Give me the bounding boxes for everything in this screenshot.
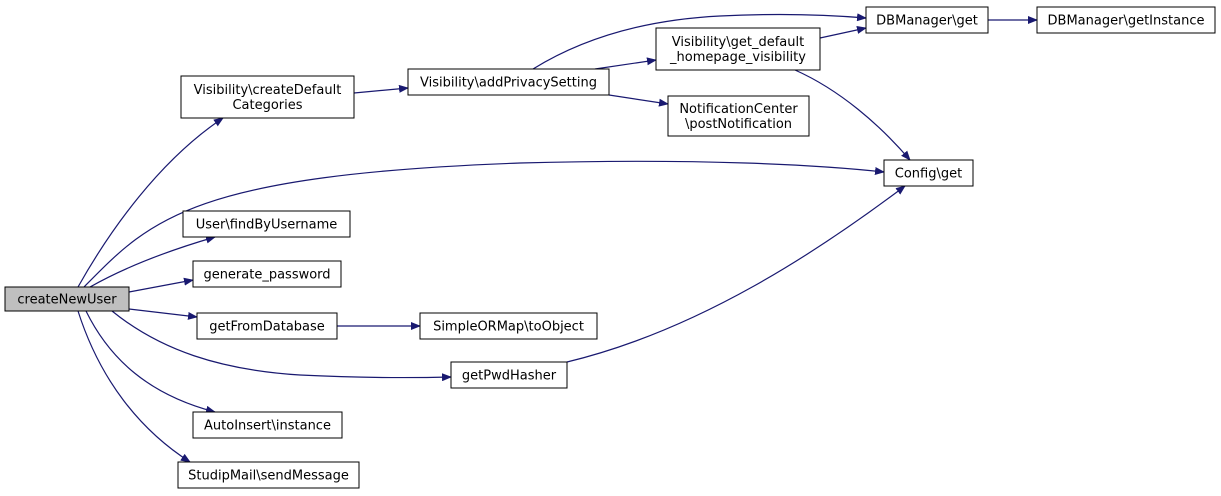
node-addPrivacySetting[interactable]: Visibility\addPrivacySetting	[407, 68, 610, 96]
nodes-layer: createNewUser Visibility\createDefaultCat…	[4, 6, 1216, 489]
edge-line	[77, 117, 224, 288]
node-label: createNewUser	[17, 293, 117, 308]
node-createNewUser[interactable]: createNewUser	[4, 286, 130, 312]
node-box	[177, 461, 360, 489]
node-label: User\findByUsername	[196, 218, 338, 233]
edge-createNewUser-to-autoinsert_instance	[85, 310, 216, 414]
edge-get_default_homepage_visibility-to-dbmanager_get	[819, 26, 867, 39]
node-label: _homepage_visibility	[669, 50, 806, 65]
edge-line	[594, 57, 657, 70]
node-autoinsert_instance[interactable]: AutoInsert\instance	[192, 411, 343, 439]
node-label: DBManager\get	[876, 14, 978, 29]
node-findByUsername[interactable]: User\findByUsername	[182, 210, 351, 238]
node-label: Visibility\addPrivacySetting	[420, 76, 597, 91]
edge-line	[128, 308, 198, 320]
edge-line	[83, 160, 885, 288]
edge-line	[566, 185, 906, 363]
node-postNotification[interactable]: NotificationCenter\postNotification	[667, 95, 810, 137]
node-box	[182, 210, 351, 238]
node-label: Categories	[232, 98, 302, 113]
edge-createDefaultCategories-to-addPrivacySetting	[353, 84, 409, 94]
node-label: SimpleORMap\toObject	[433, 320, 584, 335]
node-label: Visibility\get_default	[672, 35, 804, 50]
edge-addPrivacySetting-to-get_default_homepage_visibility	[594, 57, 657, 70]
edge-createNewUser-to-sendMessage	[77, 310, 191, 463]
edge-line	[608, 94, 669, 107]
node-getPwdHasher[interactable]: getPwdHasher	[450, 361, 568, 389]
edge-getPwdHasher-to-config_get	[566, 185, 906, 363]
node-label: NotificationCenter	[679, 102, 798, 117]
node-box	[196, 312, 338, 340]
node-dbmanager_get[interactable]: DBManager\get	[865, 6, 989, 34]
node-label: AutoInsert\instance	[204, 419, 331, 434]
node-label: getPwdHasher	[462, 369, 557, 384]
node-label: StudipMail\sendMessage	[188, 469, 349, 484]
node-box	[667, 95, 810, 137]
edge-line	[77, 310, 191, 463]
edge-line	[89, 235, 216, 288]
node-getFromDatabase[interactable]: getFromDatabase	[196, 312, 338, 340]
edges-layer	[77, 13, 1038, 463]
node-get_default_homepage_visibility[interactable]: Visibility\get_default_homepage_visibili…	[655, 27, 821, 71]
edge-line	[532, 13, 867, 70]
node-box	[407, 68, 610, 96]
node-label: DBManager\getInstance	[1048, 14, 1205, 29]
node-box	[419, 312, 598, 340]
node-box	[883, 159, 974, 187]
node-box	[4, 286, 130, 312]
node-sendMessage[interactable]: StudipMail\sendMessage	[177, 461, 360, 489]
edge-line	[128, 277, 194, 293]
node-box	[180, 75, 355, 119]
edge-addPrivacySetting-to-dbmanager_get	[532, 13, 867, 70]
node-generate_password[interactable]: generate_password	[192, 260, 342, 288]
edge-createNewUser-to-getPwdHasher	[111, 310, 452, 382]
node-label: getFromDatabase	[209, 320, 325, 335]
edge-createNewUser-to-createDefaultCategories	[77, 117, 224, 288]
edge-get_default_homepage_visibility-to-config_get	[794, 69, 911, 161]
edge-addPrivacySetting-to-postNotification	[608, 94, 669, 107]
node-box	[192, 260, 342, 288]
edge-line	[85, 310, 216, 414]
node-box	[450, 361, 568, 389]
edge-createNewUser-to-findByUsername	[89, 235, 216, 288]
node-box	[865, 6, 989, 34]
node-toObject[interactable]: SimpleORMap\toObject	[419, 312, 598, 340]
edge-line	[111, 310, 452, 382]
edge-createNewUser-to-getFromDatabase	[128, 308, 198, 320]
node-dbmanager_getInstance[interactable]: DBManager\getInstance	[1036, 6, 1216, 34]
node-box	[655, 27, 821, 71]
edge-createNewUser-to-generate_password	[128, 277, 194, 293]
edge-line	[353, 84, 409, 94]
node-label: Visibility\createDefault	[194, 83, 342, 98]
node-box	[1036, 6, 1216, 34]
node-label: generate_password	[203, 268, 330, 283]
edge-line	[794, 69, 911, 161]
node-label: \postNotification	[685, 117, 792, 132]
node-label: Config\get	[895, 167, 962, 182]
edge-line	[819, 26, 867, 39]
edge-createNewUser-to-config_get	[83, 160, 885, 288]
node-config_get[interactable]: Config\get	[883, 159, 974, 187]
node-box	[192, 411, 343, 439]
